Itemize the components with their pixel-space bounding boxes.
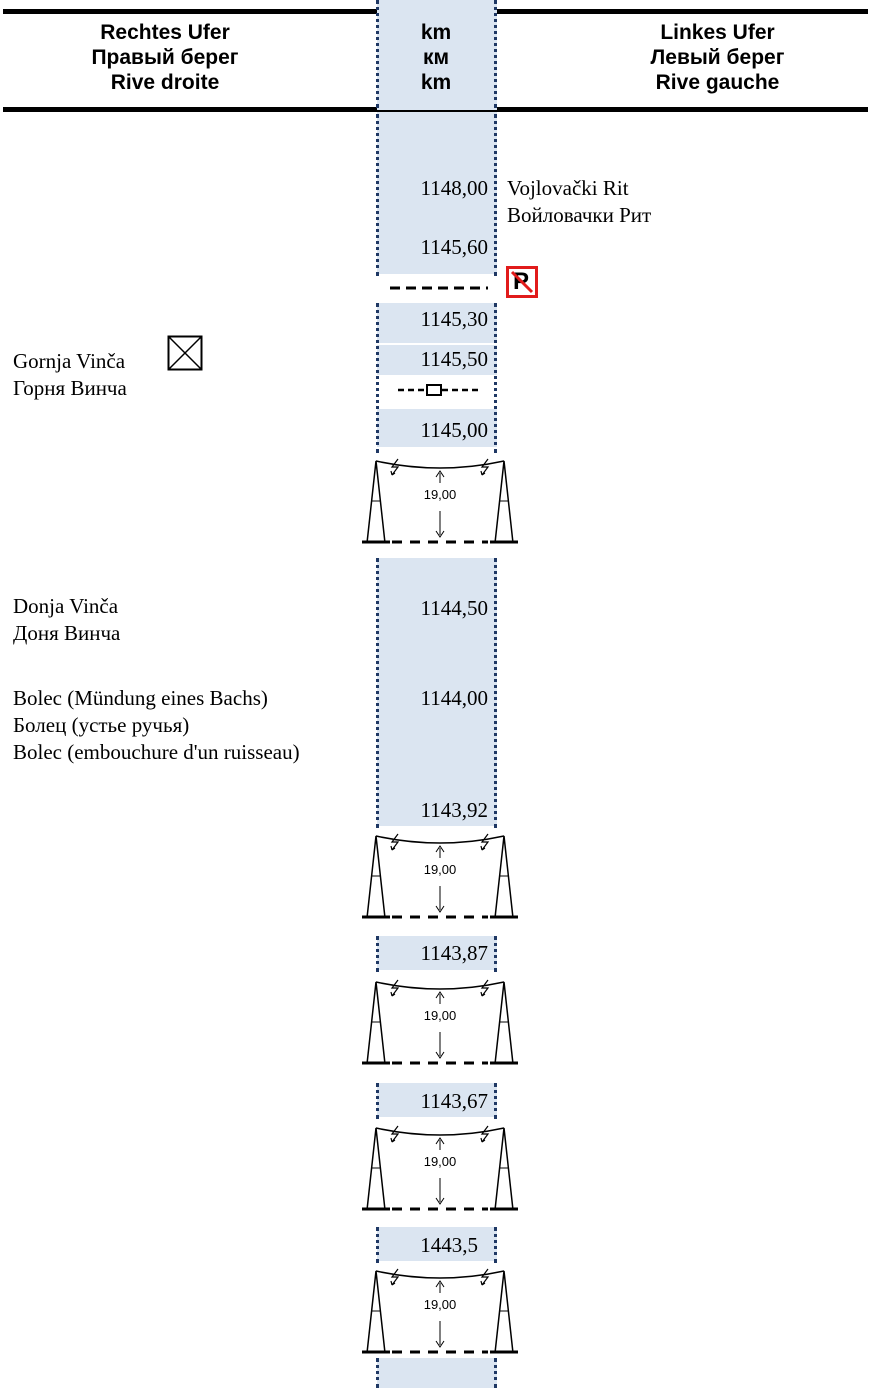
- km-column-band: [377, 558, 497, 826]
- dashed-crossing-line-icon: [390, 286, 488, 290]
- km-column-band: [377, 936, 497, 970]
- power-line-icon: [362, 1125, 518, 1211]
- right-bank-location: Donja Vinča Доня Винча: [13, 593, 120, 647]
- header-km-fr: km: [420, 71, 452, 94]
- right-bank-location-name: Bolec (Mündung eines Bachs): [13, 686, 268, 710]
- right-bank-location: Gornja Vinča Горня Винча: [13, 348, 127, 402]
- km-column-band: [377, 345, 497, 375]
- header-right-bank-ru: Правый берег: [91, 46, 239, 69]
- power-line-icon: [362, 458, 518, 544]
- overhead-power-line-crossing: 19,00: [362, 974, 518, 1067]
- power-line-icon: [362, 833, 518, 919]
- clearance-value: 19,00: [423, 862, 457, 877]
- right-bank-location-name-cyrillic: Горня Винча: [13, 376, 127, 400]
- km-column-border-right: [494, 114, 497, 276]
- km-value: 1145,00: [420, 418, 488, 442]
- km-column-border-left: [376, 0, 379, 108]
- overhead-power-line-crossing: 19,00: [362, 1263, 518, 1356]
- km-value: 1148,00: [420, 176, 488, 200]
- km-column-border-left: [376, 558, 379, 828]
- km-column-border-right: [494, 1358, 497, 1388]
- overhead-power-line-crossing: 19,00: [362, 453, 518, 546]
- km-column-border-left: [376, 1227, 379, 1263]
- left-bank-location: Vojlovački Rit Войловачки Рит: [507, 175, 651, 229]
- km-value: 1145,30: [420, 307, 488, 331]
- km-column-band: [377, 303, 497, 343]
- overhead-power-line-crossing: 19,00: [362, 828, 518, 921]
- clearance-value: 19,00: [423, 1008, 457, 1023]
- km-value: 1143,92: [420, 798, 488, 822]
- km-value: 1143,67: [420, 1089, 488, 1113]
- right-bank-location-name: Gornja Vinča: [13, 349, 126, 373]
- header-left-bank-ru: Левый берег: [650, 46, 785, 69]
- km-column-border-left: [376, 1083, 379, 1119]
- header-left-bank: Linkes Ufer Левый берег Rive gauche: [570, 20, 865, 95]
- left-bank-location-name-cyrillic: Войловачки Рит: [507, 203, 652, 227]
- clearance-value: 19,00: [423, 487, 457, 502]
- power-line-icon: [362, 1268, 518, 1354]
- km-value: 1144,50: [420, 596, 488, 620]
- right-bank-location-name-cyrillic: Доня Винча: [13, 621, 121, 645]
- km-value: 1143,87: [420, 941, 488, 965]
- km-value: 1145,50: [420, 347, 488, 371]
- no-parking-sign-icon: P: [506, 266, 538, 298]
- power-line-icon: [362, 979, 518, 1065]
- km-column-border-right: [494, 1083, 497, 1119]
- km-column-band: [377, 112, 497, 274]
- km-column-border-left: [376, 936, 379, 972]
- km-value: 1145,60: [420, 235, 488, 259]
- right-bank-location-name: Donja Vinča: [13, 594, 119, 618]
- km-column-band: [377, 409, 497, 447]
- km-column-border-left: [376, 303, 379, 453]
- km-column-border-right: [494, 0, 497, 108]
- clearance-value: 19,00: [423, 1297, 457, 1312]
- overhead-power-line-crossing: 19,00: [362, 1120, 518, 1213]
- header-left-bank-fr: Rive gauche: [655, 71, 780, 94]
- km-value: 1144,00: [420, 686, 488, 710]
- ferry-cable-marker-icon: [398, 384, 482, 396]
- km-column-border-left: [376, 1358, 379, 1388]
- right-bank-location-name-cyrillic: Болец (устье ручья): [13, 713, 190, 737]
- no-parking-slash-icon: [510, 270, 534, 294]
- crossed-box-sign-icon: [167, 335, 203, 371]
- km-column-border-right: [494, 1227, 497, 1263]
- left-bank-location-name: Vojlovački Rit: [507, 176, 629, 200]
- header-right-bank: Rechtes Ufer Правый берег Rive droite: [15, 20, 315, 95]
- header-km-ru: км: [422, 46, 450, 69]
- header-km: km км km: [380, 20, 492, 95]
- km-column-border-right: [494, 303, 497, 453]
- right-bank-location: Bolec (Mündung eines Bachs) Болец (устье…: [13, 685, 300, 766]
- km-column-band: [377, 1227, 497, 1261]
- header-right-bank-de: Rechtes Ufer: [100, 21, 230, 44]
- header-right-bank-fr: Rive droite: [110, 71, 220, 94]
- header-km-de: km: [420, 21, 452, 44]
- km-column-band: [377, 1358, 497, 1388]
- header-left-bank-de: Linkes Ufer: [660, 21, 775, 44]
- clearance-value: 19,00: [423, 1154, 457, 1169]
- km-column-band: [377, 0, 497, 110]
- km-value: 1443,5: [420, 1233, 478, 1257]
- km-column-border-right: [494, 558, 497, 828]
- km-column-border-left: [376, 114, 379, 276]
- km-column-border-right: [494, 936, 497, 972]
- right-bank-location-name-french: Bolec (embouchure d'un ruisseau): [13, 740, 300, 764]
- km-column-band: [377, 1083, 497, 1117]
